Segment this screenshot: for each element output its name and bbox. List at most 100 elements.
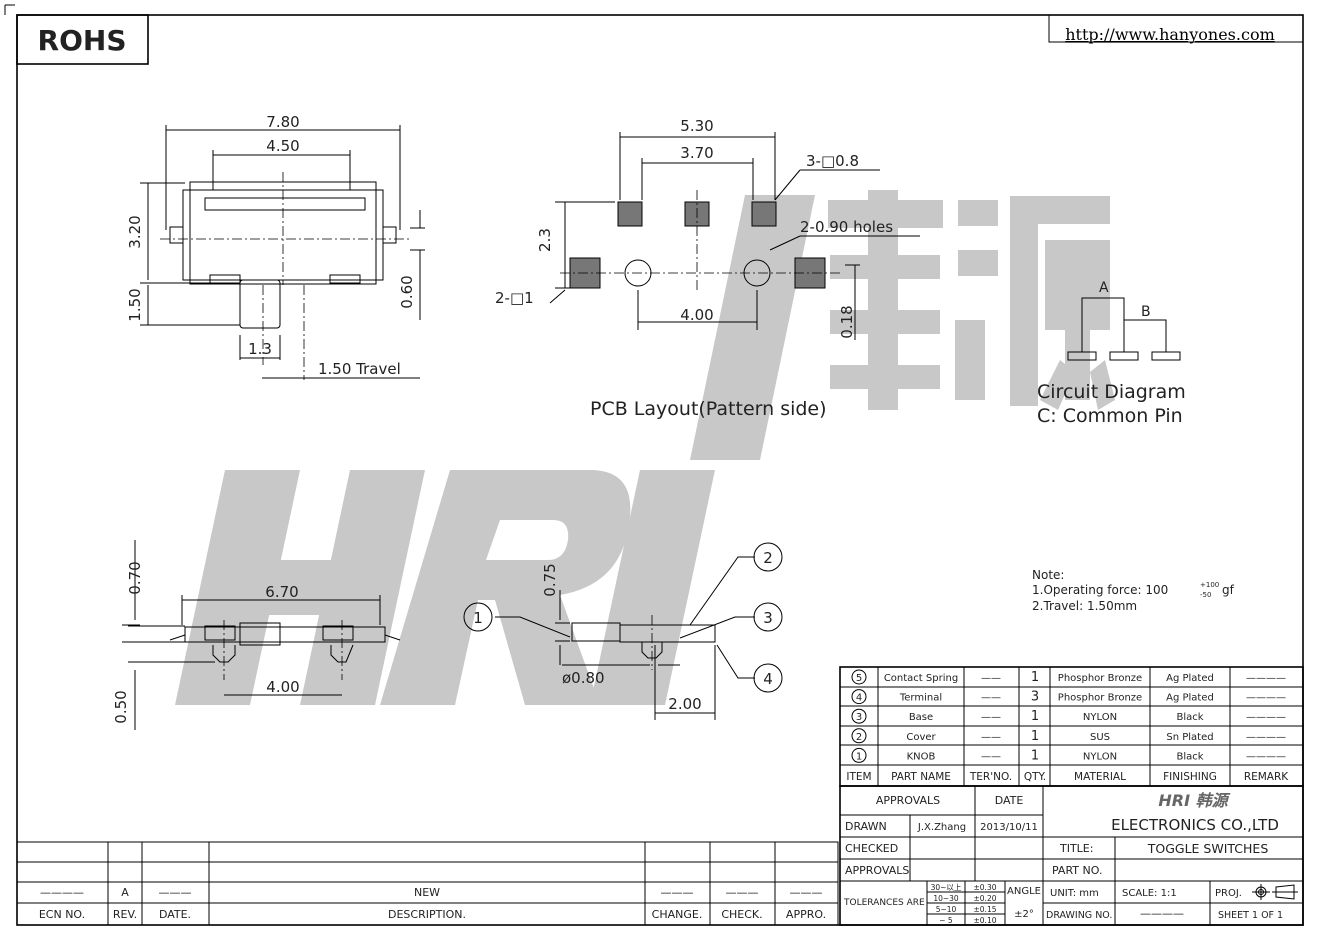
dim-5-30: 5.30 — [680, 117, 713, 135]
rev-date-value: ——— — [159, 886, 192, 899]
dim-travel: 1.50 Travel — [318, 360, 401, 378]
dim-dia-0-80: ø0.80 — [562, 669, 605, 687]
part-no-label: PART NO. — [1052, 864, 1102, 877]
angle-tolerance: ±2° — [1014, 909, 1034, 920]
pcb-layout — [549, 132, 920, 340]
rev-header-change: CHANGE. — [652, 908, 703, 921]
scale-label: SCALE: 1:1 — [1122, 888, 1177, 899]
circuit-subcaption: C: Common Pin — [1037, 405, 1183, 427]
sheet-label: SHEET 1 OF 1 — [1218, 910, 1283, 921]
bom-cell-remark: ———— — [1246, 712, 1286, 723]
callout-4-label: 4 — [763, 670, 773, 688]
rev-description-value: NEW — [414, 886, 440, 899]
bom-cell-remark: ———— — [1246, 673, 1286, 684]
bom-cell-qty: 1 — [1031, 709, 1039, 724]
tol-value-1: ±0.30 — [974, 883, 997, 892]
pcb-layout-caption: PCB Layout(Pattern side) — [590, 398, 827, 420]
dim-4-00: 4.00 — [680, 306, 713, 324]
dim-0-60: 0.60 — [398, 275, 416, 308]
item-number-circle — [851, 747, 867, 763]
bom-cell-part: Terminal — [899, 693, 942, 704]
title-block: APPROVALS DATE DRAWN J.X.Zhang 2013/10/1… — [839, 785, 1304, 926]
dim-1-50: 1.50 — [126, 288, 144, 321]
bom-cell-finish: Ag Plated — [1166, 673, 1214, 684]
bom-cell-material: NYLON — [1083, 712, 1117, 723]
bom-cell-qty: 1 — [1031, 729, 1039, 744]
tol-value-2: ±0.20 — [974, 894, 997, 903]
angle-label: ANGLE — [1007, 886, 1041, 897]
bom-cell-item: 3 — [856, 712, 862, 723]
drawing-no: ———— — [1140, 907, 1184, 920]
approvals-header: APPROVALS — [876, 794, 940, 807]
bom-cell-finish: Ag Plated — [1166, 693, 1214, 704]
rev-value: A — [121, 886, 129, 899]
bom-header-material: MATERIAL — [1074, 771, 1126, 783]
callout-1-label: 1 — [473, 609, 483, 627]
rohs-box — [16, 14, 149, 65]
checked-label: CHECKED — [845, 842, 898, 855]
dim-2-3: 2.3 — [536, 228, 554, 252]
bom-cell-ter: —— — [981, 732, 1001, 743]
callout-2-label: 2 — [763, 549, 773, 567]
callout-4 — [753, 663, 783, 693]
bom-header-ter-no: TER'NO. — [969, 771, 1012, 783]
company-logo: HRI 韩源 — [1158, 791, 1230, 810]
title-label: TITLE: — [1059, 842, 1093, 855]
rohs-label: ROHS — [38, 24, 127, 57]
watermark-chinese-logo — [828, 190, 1115, 410]
item-number-circle — [851, 728, 867, 744]
pad — [751, 201, 777, 227]
rev-header-check: CHECK. — [721, 908, 762, 921]
pad — [617, 201, 643, 227]
rev-change-value: ——— — [661, 886, 694, 899]
bom-header-part-name: PART NAME — [891, 771, 951, 783]
watermark — [175, 190, 1115, 705]
circuit-diagram — [1067, 297, 1181, 361]
dim-0-18: 0.18 — [838, 305, 856, 338]
item-number-circle — [851, 708, 867, 724]
circuit-caption: Circuit Diagram — [1037, 381, 1186, 403]
url-box — [1048, 14, 1304, 43]
dim-4-50: 4.50 — [266, 137, 299, 155]
bom-cell-item: 5 — [856, 673, 862, 684]
bom-cell-finish: Black — [1176, 712, 1203, 723]
rev-header-description: DESCRIPTION. — [388, 908, 466, 921]
rev-appro-value: ——— — [790, 886, 823, 899]
bom-cell-finish: Sn Plated — [1166, 732, 1213, 743]
bom-cell-ter: —— — [981, 693, 1001, 704]
dim-0-75: 0.75 — [541, 563, 559, 596]
approvals-label: APPROVALS — [845, 864, 909, 877]
unit-label: UNIT: mm — [1050, 888, 1099, 899]
bom-cell-item: 2 — [856, 732, 862, 743]
bom-cell-ter: —— — [981, 712, 1001, 723]
rev-ecn-value: ———— — [40, 886, 84, 899]
bom-cell-item: 4 — [856, 693, 862, 704]
rev-header-rev: REV. — [113, 908, 137, 921]
tol-value-3: ±0.15 — [974, 905, 997, 914]
dim-0-50: 0.50 — [112, 690, 130, 723]
dim-3-70: 3.70 — [680, 144, 713, 162]
rev-header-date: DATE. — [159, 908, 191, 921]
bom-header-item: ITEM — [846, 771, 871, 783]
note-1-unit: gf — [1222, 583, 1235, 597]
bom-cell-remark: ———— — [1246, 732, 1286, 743]
note-1: 1.Operating force: 100 — [1032, 583, 1168, 597]
bom-cell-qty: 1 — [1031, 670, 1039, 685]
tol-range-2: 10~30 — [933, 894, 959, 903]
website-link[interactable]: http://www.hanyones.com — [1065, 25, 1275, 44]
watermark-brand-logo — [175, 195, 815, 705]
bom-cell-material: NYLON — [1083, 751, 1117, 762]
projection-symbol-icon — [1252, 884, 1298, 900]
item-number-circle — [851, 669, 867, 685]
dim-3-20: 3.20 — [126, 215, 144, 248]
bom-cell-ter: —— — [981, 673, 1001, 684]
bom-header-qty: QTY. — [1024, 771, 1046, 783]
bom-cell-finish: Black — [1176, 751, 1203, 762]
bom-cell-item: 1 — [856, 751, 862, 762]
projection-label: PROJ. — [1215, 888, 1242, 899]
revision-table: ———— A ——— NEW ——— ——— ——— ECN NO. REV. … — [17, 841, 839, 925]
